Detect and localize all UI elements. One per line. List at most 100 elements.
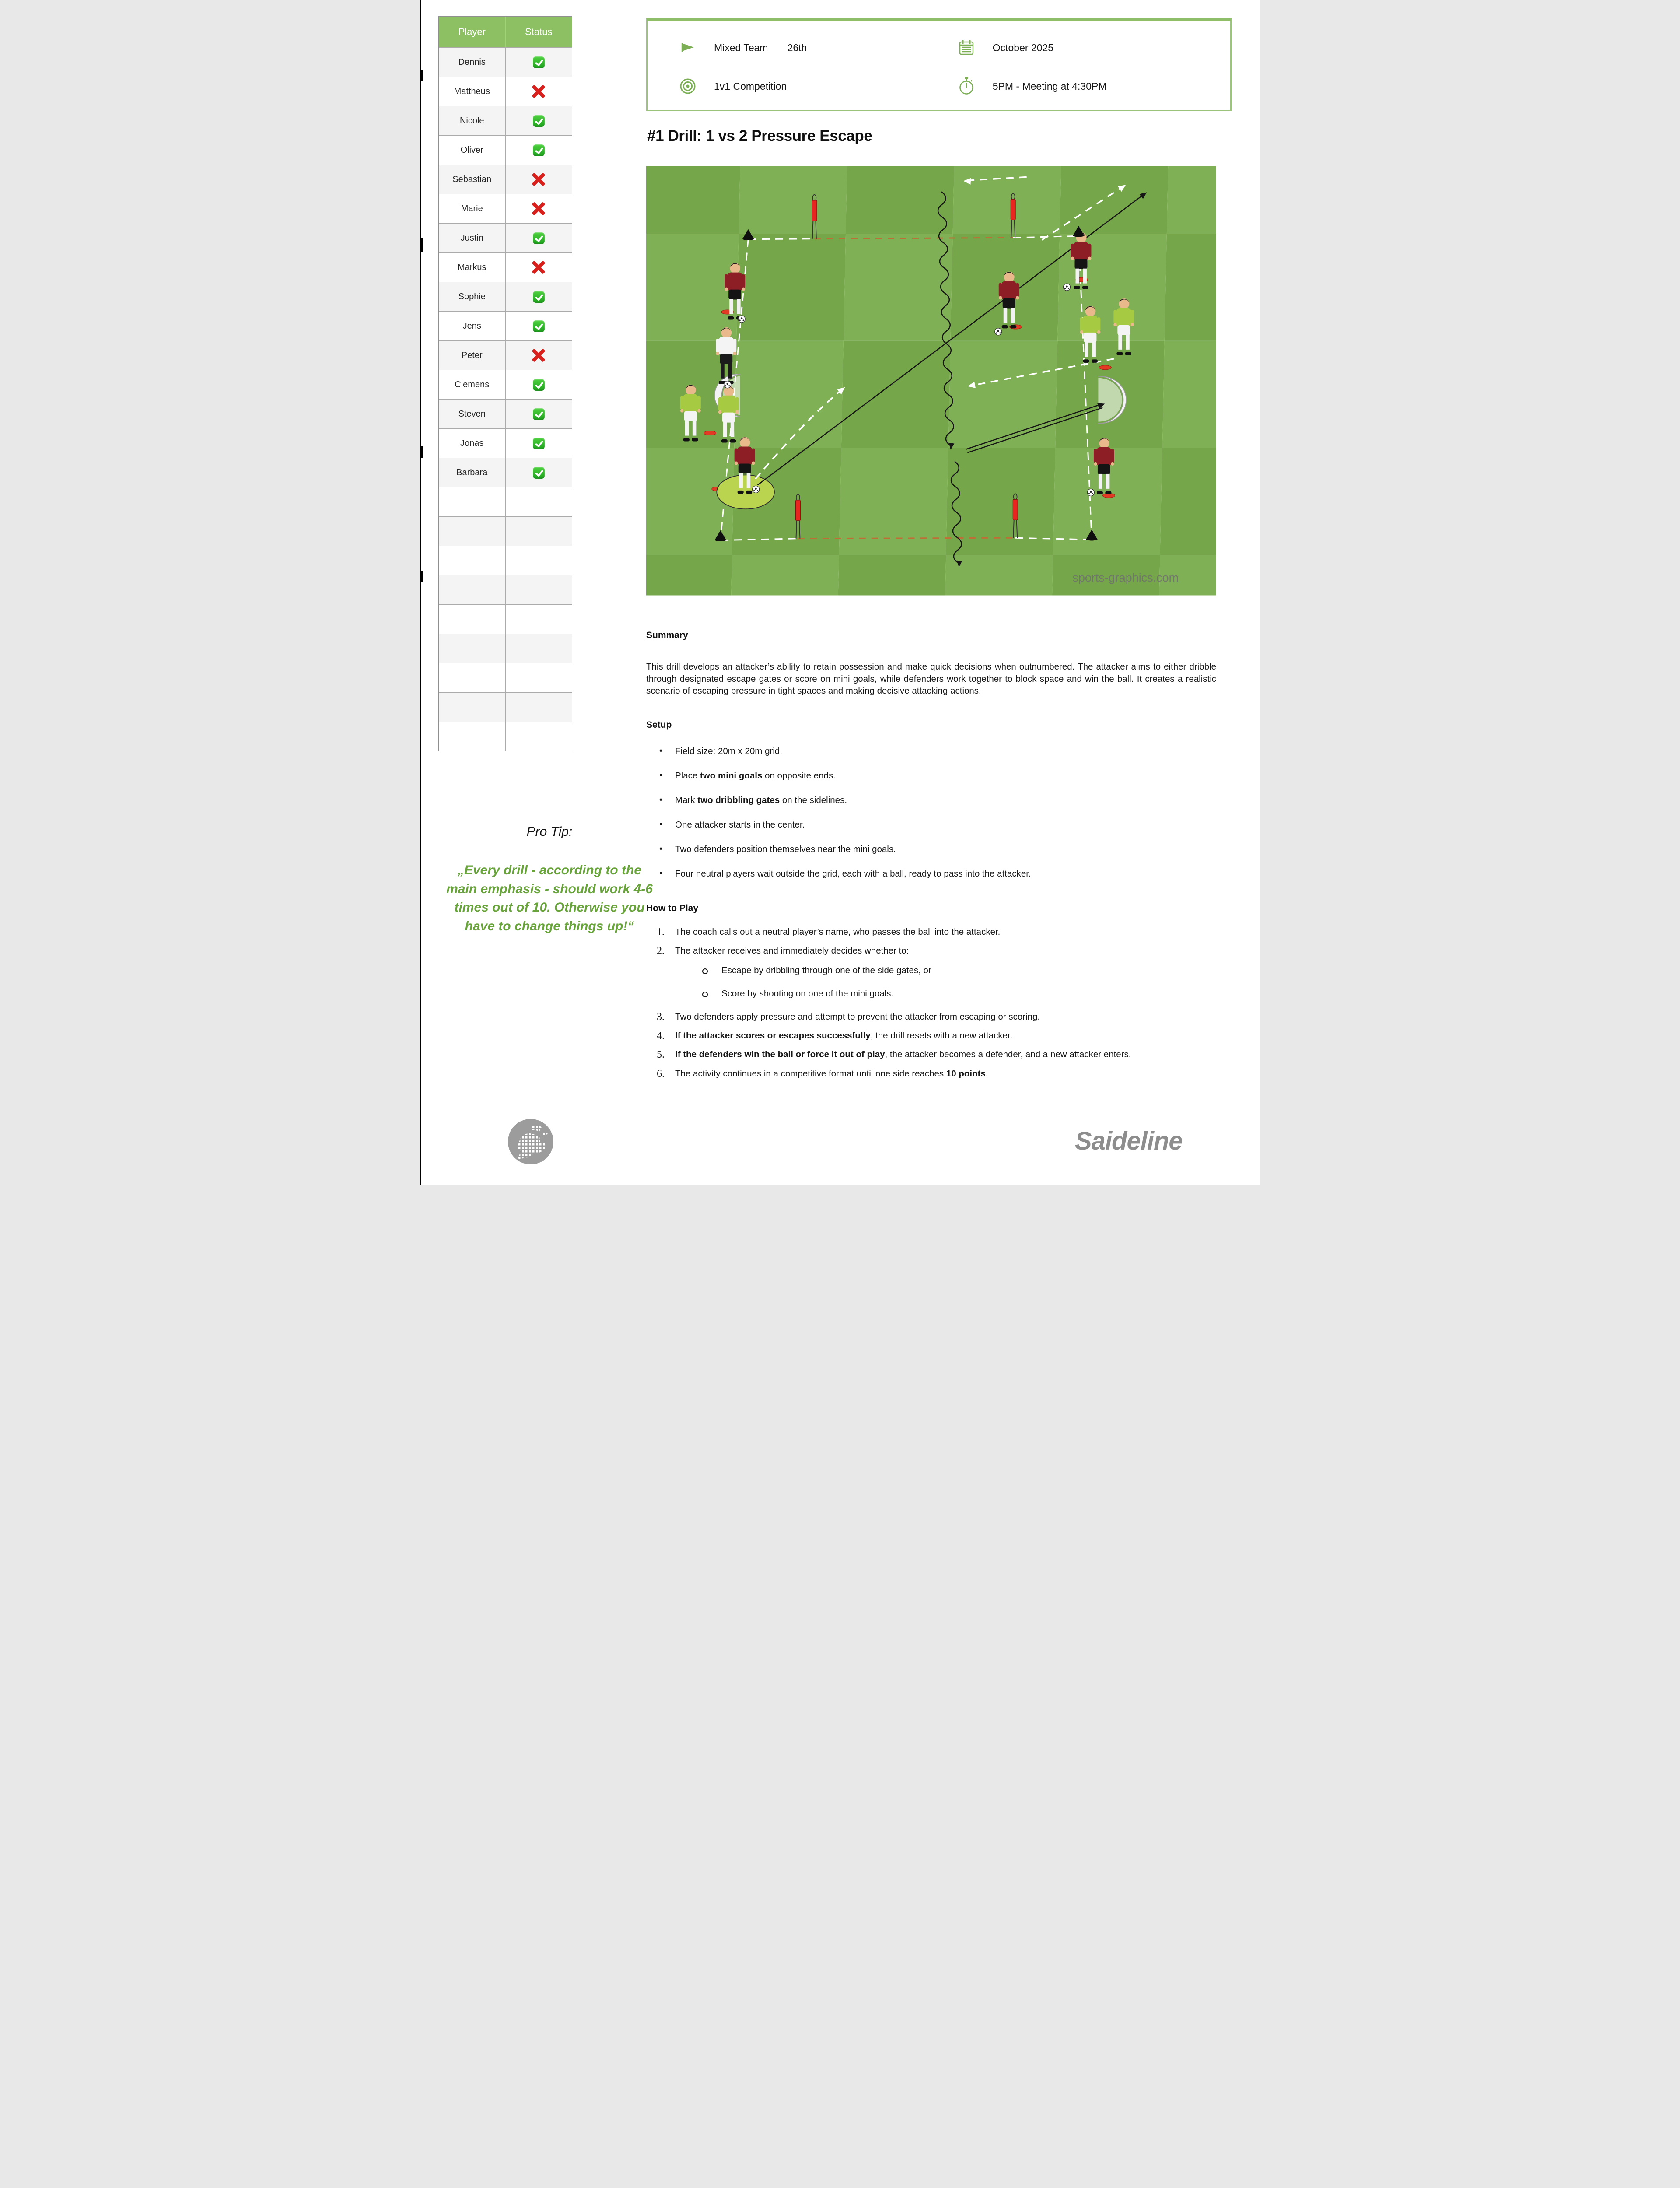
check-icon <box>532 232 545 244</box>
table-row-empty <box>439 663 572 692</box>
time-label: 5PM - Meeting at 4:30PM <box>992 80 1107 92</box>
sub-list-item: Score by shooting on one of the mini goa… <box>646 988 1216 999</box>
player-name <box>439 517 506 546</box>
scan-edge-mark <box>420 571 423 582</box>
table-row: Barbara <box>439 458 572 487</box>
table-row: Mattheus <box>439 77 572 106</box>
how-to-play-list: 1. The coach calls out a neutral player’… <box>646 926 1216 1080</box>
list-item: • Two defenders position themselves near… <box>646 843 1216 855</box>
table-row-empty <box>439 604 572 634</box>
list-item: • One attacker starts in the center. <box>646 819 1216 831</box>
column-header-player: Player <box>439 17 506 47</box>
check-icon <box>532 320 545 332</box>
player-status <box>506 487 572 516</box>
table-row: Jonas <box>439 428 572 458</box>
soccer-ball <box>738 315 746 323</box>
player-name <box>439 546 506 575</box>
player-name: Mattheus <box>439 77 506 106</box>
calendar-icon <box>958 39 975 56</box>
bullet-marker: • <box>659 869 663 879</box>
scan-edge-line <box>420 0 421 1185</box>
table-row: Marie <box>439 194 572 223</box>
player-name: Steven <box>439 400 506 428</box>
check-icon <box>532 437 545 449</box>
attacker-start-highlight <box>716 474 775 510</box>
player-status <box>506 458 572 487</box>
table-row-empty <box>439 575 572 604</box>
soccer-ball <box>752 485 760 493</box>
list-item: • Field size: 20m x 20m grid. <box>646 745 1216 757</box>
table-row: Oliver <box>439 135 572 165</box>
player-status <box>506 722 572 751</box>
drill-field-diagram: sports-graphics.com <box>646 166 1216 596</box>
player-status <box>506 165 572 194</box>
player-name: Barbara <box>439 458 506 487</box>
player-status <box>506 517 572 546</box>
check-icon <box>532 56 545 68</box>
session-info-box: Mixed Team 26th October 2025 <box>646 18 1232 111</box>
player-status <box>506 429 572 458</box>
check-icon <box>532 291 545 303</box>
player-name: Dennis <box>439 48 506 77</box>
player-status <box>506 282 572 311</box>
drill-description: Summary This drill develops an attacker’… <box>646 629 1216 1087</box>
team-label: Mixed Team <box>714 42 768 53</box>
scan-edge-mark <box>420 238 423 252</box>
watermark: sports-graphics.com <box>1073 571 1179 584</box>
table-row: Sebastian <box>439 165 572 194</box>
player-status <box>506 663 572 692</box>
player-name <box>439 487 506 516</box>
circle-marker <box>702 991 708 997</box>
player-status <box>506 546 572 575</box>
stopwatch-icon <box>958 77 975 95</box>
scan-edge-mark <box>420 446 423 458</box>
session-activity: 1v1 Competition <box>648 67 916 105</box>
list-item: • Mark two dribbling gates on the sideli… <box>646 794 1216 806</box>
player-name: Sebastian <box>439 165 506 194</box>
table-row-empty <box>439 516 572 546</box>
cross-icon <box>531 172 546 187</box>
mini-goal-right <box>1098 376 1127 424</box>
cross-icon <box>531 260 546 275</box>
player-name: Peter <box>439 341 506 370</box>
player-name <box>439 693 506 722</box>
summary-heading: Summary <box>646 630 688 640</box>
list-number: 6. <box>657 1068 665 1080</box>
column-header-status: Status <box>525 26 553 37</box>
pro-tip: Pro Tip: „Every drill - according to the… <box>445 824 654 936</box>
player-status <box>506 400 572 428</box>
player-name: Sophie <box>439 282 506 311</box>
player-name: Marie <box>439 194 506 223</box>
cross-icon <box>531 201 546 216</box>
list-item: 2. The attacker receives and immediately… <box>646 945 1216 999</box>
check-icon <box>532 466 545 479</box>
player-name: Jens <box>439 312 506 340</box>
circle-marker <box>702 968 708 974</box>
roster-body: Dennis Mattheus Nicole Oliver Sebastian … <box>439 47 572 751</box>
table-row: Dennis <box>439 47 572 77</box>
player-status <box>506 77 572 106</box>
cross-icon <box>531 348 546 363</box>
date-month: October 2025 <box>992 42 1054 53</box>
soccer-ball <box>994 328 1002 336</box>
pro-tip-label: Pro Tip: <box>526 824 573 839</box>
list-item: • Four neutral players wait outside the … <box>646 868 1216 880</box>
bullet-marker: • <box>659 746 663 756</box>
date-day: 26th <box>787 42 807 53</box>
player-name <box>439 634 506 663</box>
session-team: Mixed Team 26th <box>648 28 916 67</box>
list-item: • Place two mini goals on opposite ends. <box>646 770 1216 782</box>
list-item: 5. If the defenders win the ball or forc… <box>646 1048 1216 1061</box>
table-row-empty <box>439 634 572 663</box>
player-name: Oliver <box>439 136 506 165</box>
cone-disc <box>704 431 717 436</box>
table-row: Markus <box>439 252 572 282</box>
player-status <box>506 341 572 370</box>
bullet-marker: • <box>659 771 663 781</box>
soccer-ball <box>1087 488 1095 496</box>
list-item: 6. The activity continues in a competiti… <box>646 1068 1216 1080</box>
player-status <box>506 136 572 165</box>
table-row-empty <box>439 546 572 575</box>
cone-disc <box>1099 365 1112 370</box>
player-status <box>506 693 572 722</box>
